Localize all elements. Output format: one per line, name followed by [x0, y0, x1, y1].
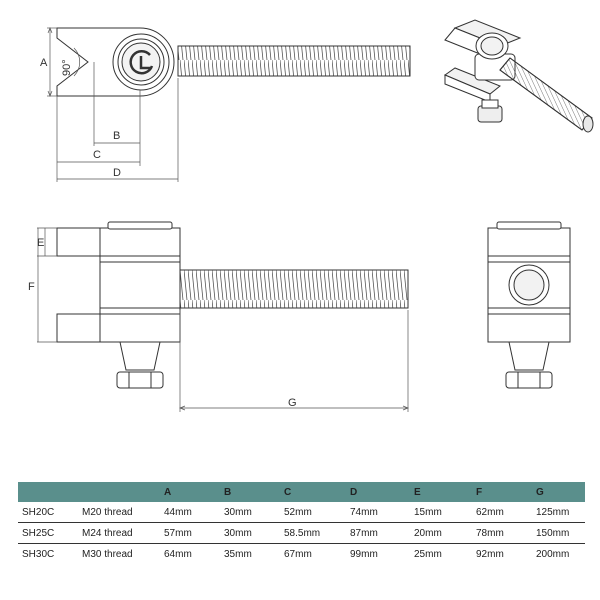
col-header-a: A — [164, 486, 172, 498]
side-view — [56, 221, 409, 389]
dim-label-f: F — [28, 281, 35, 293]
table-row: SH30C M30 thread 64mm 35mm 67mm 99mm 25m… — [18, 544, 585, 565]
table-cell: 64mm — [164, 548, 192, 560]
table-cell: 15mm — [410, 502, 472, 523]
iso-thread — [499, 57, 593, 131]
dim-label-b: B — [113, 130, 120, 142]
col-header — [18, 482, 78, 502]
end-view-nut — [505, 371, 553, 389]
logo-mark-icon — [129, 50, 154, 75]
table-cell: 58.5mm — [280, 522, 346, 544]
table-cell: M24 thread — [78, 522, 160, 544]
table-cell: 57mm — [160, 522, 220, 544]
table-cell: M30 thread — [82, 548, 133, 560]
table-cell: 52mm — [280, 502, 346, 523]
top-view-thread — [177, 45, 411, 77]
table-cell: 99mm — [350, 548, 378, 560]
table-row: SH20C M20 thread 44mm 30mm 52mm 74mm 15m… — [18, 502, 585, 523]
table-cell: 62mm — [472, 502, 532, 523]
dim-label-angle: 90° — [61, 59, 73, 76]
dim-label-a: A — [40, 57, 48, 69]
col-header — [78, 482, 160, 502]
table-cell: 78mm — [472, 522, 532, 544]
dim-label-g: G — [288, 397, 297, 409]
col-header-b: B — [224, 486, 232, 498]
spec-table: A B C D E F G SH20C M20 thread 44mm 30mm… — [18, 482, 585, 564]
technical-drawing: A 90° B C D — [28, 19, 594, 412]
table-cell: 35mm — [224, 548, 252, 560]
end-view — [487, 221, 571, 389]
table-cell: 200mm — [536, 548, 570, 560]
table-cell: SH30C — [22, 548, 55, 560]
table-cell: 74mm — [346, 502, 410, 523]
dim-label-e: E — [37, 237, 44, 249]
spec-table-header: A B C D E F G — [18, 482, 585, 502]
col-header-g: G — [536, 486, 544, 498]
side-view-dimensions — [37, 227, 409, 412]
table-cell: 92mm — [476, 548, 504, 560]
table-cell: 30mm — [220, 522, 280, 544]
table-cell: 150mm — [532, 522, 585, 544]
table-cell: 125mm — [532, 502, 585, 523]
dim-label-d: D — [113, 167, 121, 179]
table-cell: SH20C — [18, 502, 78, 523]
isometric-view — [443, 19, 594, 133]
table-cell: SH25C — [18, 522, 78, 544]
table-cell: 25mm — [414, 548, 442, 560]
col-header-e: E — [414, 486, 421, 498]
col-header-f: F — [476, 486, 483, 498]
top-view-dimensions — [47, 27, 179, 182]
table-cell: 20mm — [410, 522, 472, 544]
table-cell: 87mm — [346, 522, 410, 544]
side-view-thread — [179, 269, 409, 309]
col-header-c: C — [284, 486, 292, 498]
col-header-d: D — [350, 486, 358, 498]
table-cell: 44mm — [160, 502, 220, 523]
table-cell: 67mm — [284, 548, 312, 560]
top-view — [56, 27, 411, 97]
table-cell: 30mm — [220, 502, 280, 523]
side-view-nut — [116, 371, 164, 389]
dim-label-c: C — [93, 149, 101, 161]
table-row: SH25C M24 thread 57mm 30mm 58.5mm 87mm 2… — [18, 522, 585, 544]
table-cell: M20 thread — [78, 502, 160, 523]
